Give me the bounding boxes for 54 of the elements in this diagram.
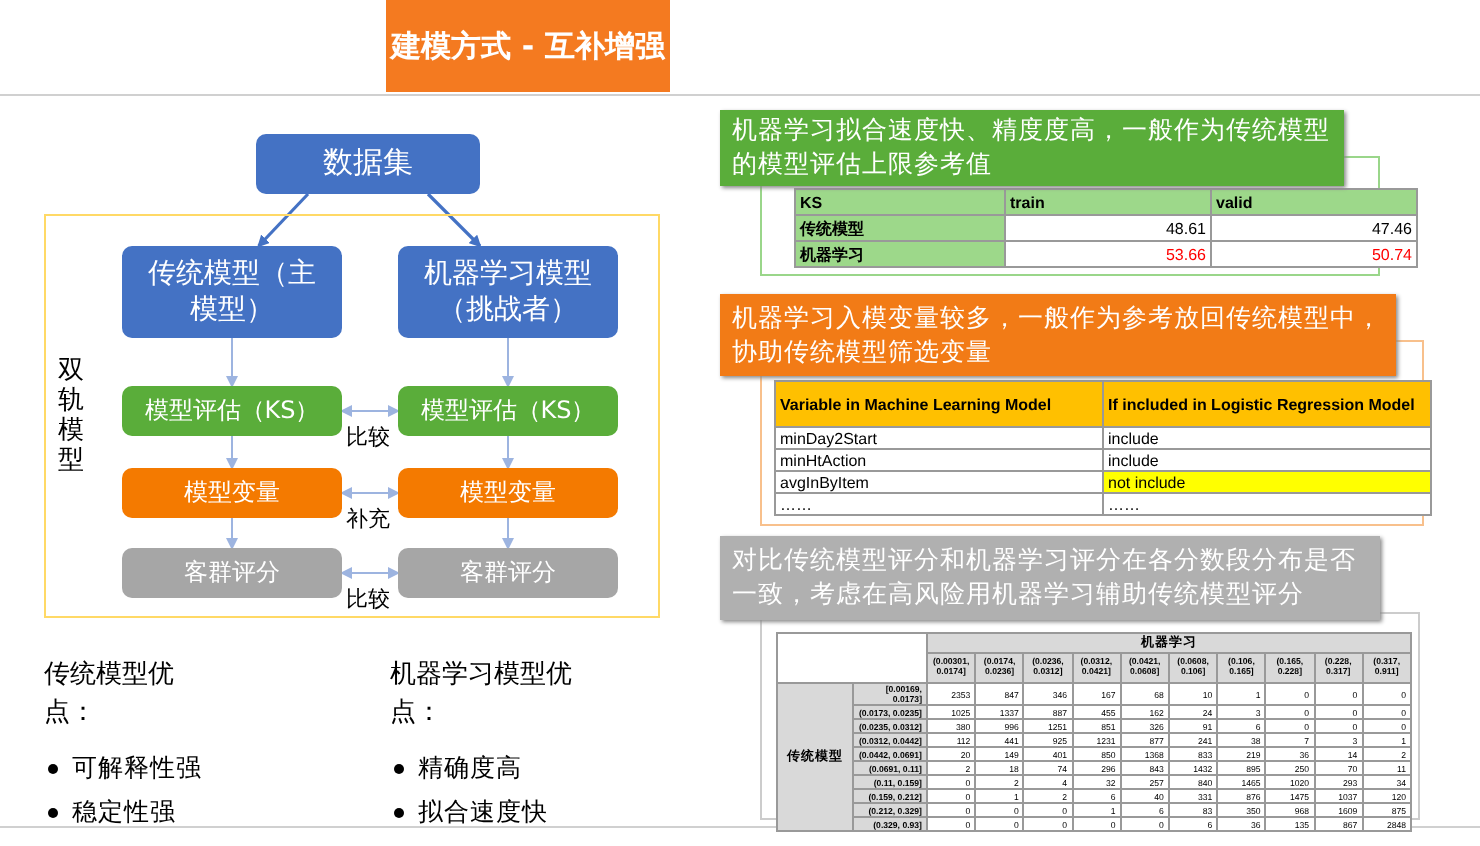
- table-cell: not include: [1103, 471, 1431, 493]
- arrow: [257, 192, 310, 248]
- table-cell: 47.46: [1211, 215, 1417, 241]
- arrow: [502, 435, 514, 470]
- table-cell: ……: [775, 493, 1103, 515]
- dashed-frame: [44, 214, 660, 618]
- table-cell: train: [1005, 189, 1211, 215]
- arrow: [340, 405, 400, 417]
- list-item: 稳定性强: [44, 794, 344, 831]
- arrow: [340, 567, 400, 579]
- table-cell: 传统模型: [795, 215, 1005, 241]
- arrow: [226, 435, 238, 470]
- arrow: [502, 337, 514, 388]
- heading-text: 机器学习模型优点：: [390, 658, 574, 732]
- table-cell: include: [1103, 449, 1431, 471]
- list-item: 精确度高: [390, 750, 690, 787]
- score-box: 客群评分: [398, 548, 618, 598]
- table-cell: ……: [1103, 493, 1431, 515]
- evaluation-box: 模型评估（KS）: [398, 386, 618, 436]
- table-cell: 53.66: [1005, 241, 1211, 267]
- table-cell: KS: [795, 189, 1005, 215]
- table-cell: include: [1103, 427, 1431, 449]
- title-banner: 建模方式 - 互补增强: [386, 0, 670, 92]
- list-item: 可解释性强: [44, 750, 344, 787]
- table-cell: 48.61: [1005, 215, 1211, 241]
- arrow: [426, 192, 482, 248]
- table-cell: If included in Logistic Regression Model: [1103, 381, 1431, 427]
- table-cell: 机器学习: [795, 241, 1005, 267]
- variable-box: 模型变量: [398, 468, 618, 518]
- heading-text: 传统模型优点：: [44, 658, 176, 732]
- model-box: 机器学习模型（挑战者）: [398, 246, 618, 338]
- table-cell: Variable in Machine Learning Model: [775, 381, 1103, 427]
- arrow: [226, 337, 238, 388]
- evaluation-box: 模型评估（KS）: [122, 386, 342, 436]
- table-cell: avgInByItem: [775, 471, 1103, 493]
- score-box: 客群评分: [122, 548, 342, 598]
- edge-label: 比较: [344, 421, 392, 451]
- list-item: 拟合速度快: [390, 794, 690, 831]
- table-cell: 50.74: [1211, 241, 1417, 267]
- table-cell: valid: [1211, 189, 1417, 215]
- table-cell: minHtAction: [775, 449, 1103, 471]
- note-banner: 对比传统模型评分和机器学习评分在各分数段分布是否一致，考虑在高风险用机器学习辅助传统模型评分: [720, 536, 1380, 620]
- arrow: [502, 517, 514, 550]
- note-banner: 机器学习拟合速度快、精度度高，一般作为传统模型的模型评估上限参考值: [720, 110, 1344, 186]
- vertical-label: 双轨模型: [58, 356, 86, 476]
- arrow: [226, 517, 238, 550]
- arrow: [340, 487, 400, 499]
- variable-box: 模型变量: [122, 468, 342, 518]
- table-cell: minDay2Start: [775, 427, 1103, 449]
- edge-label: 补充: [344, 503, 392, 533]
- model-box: 传统模型（主模型）: [122, 246, 342, 338]
- note-banner: 机器学习入模变量较多，一般作为参考放回传统模型中，协助传统模型筛选变量: [720, 294, 1396, 376]
- edge-label: 比较: [344, 583, 392, 613]
- dataset-box: 数据集: [256, 134, 480, 194]
